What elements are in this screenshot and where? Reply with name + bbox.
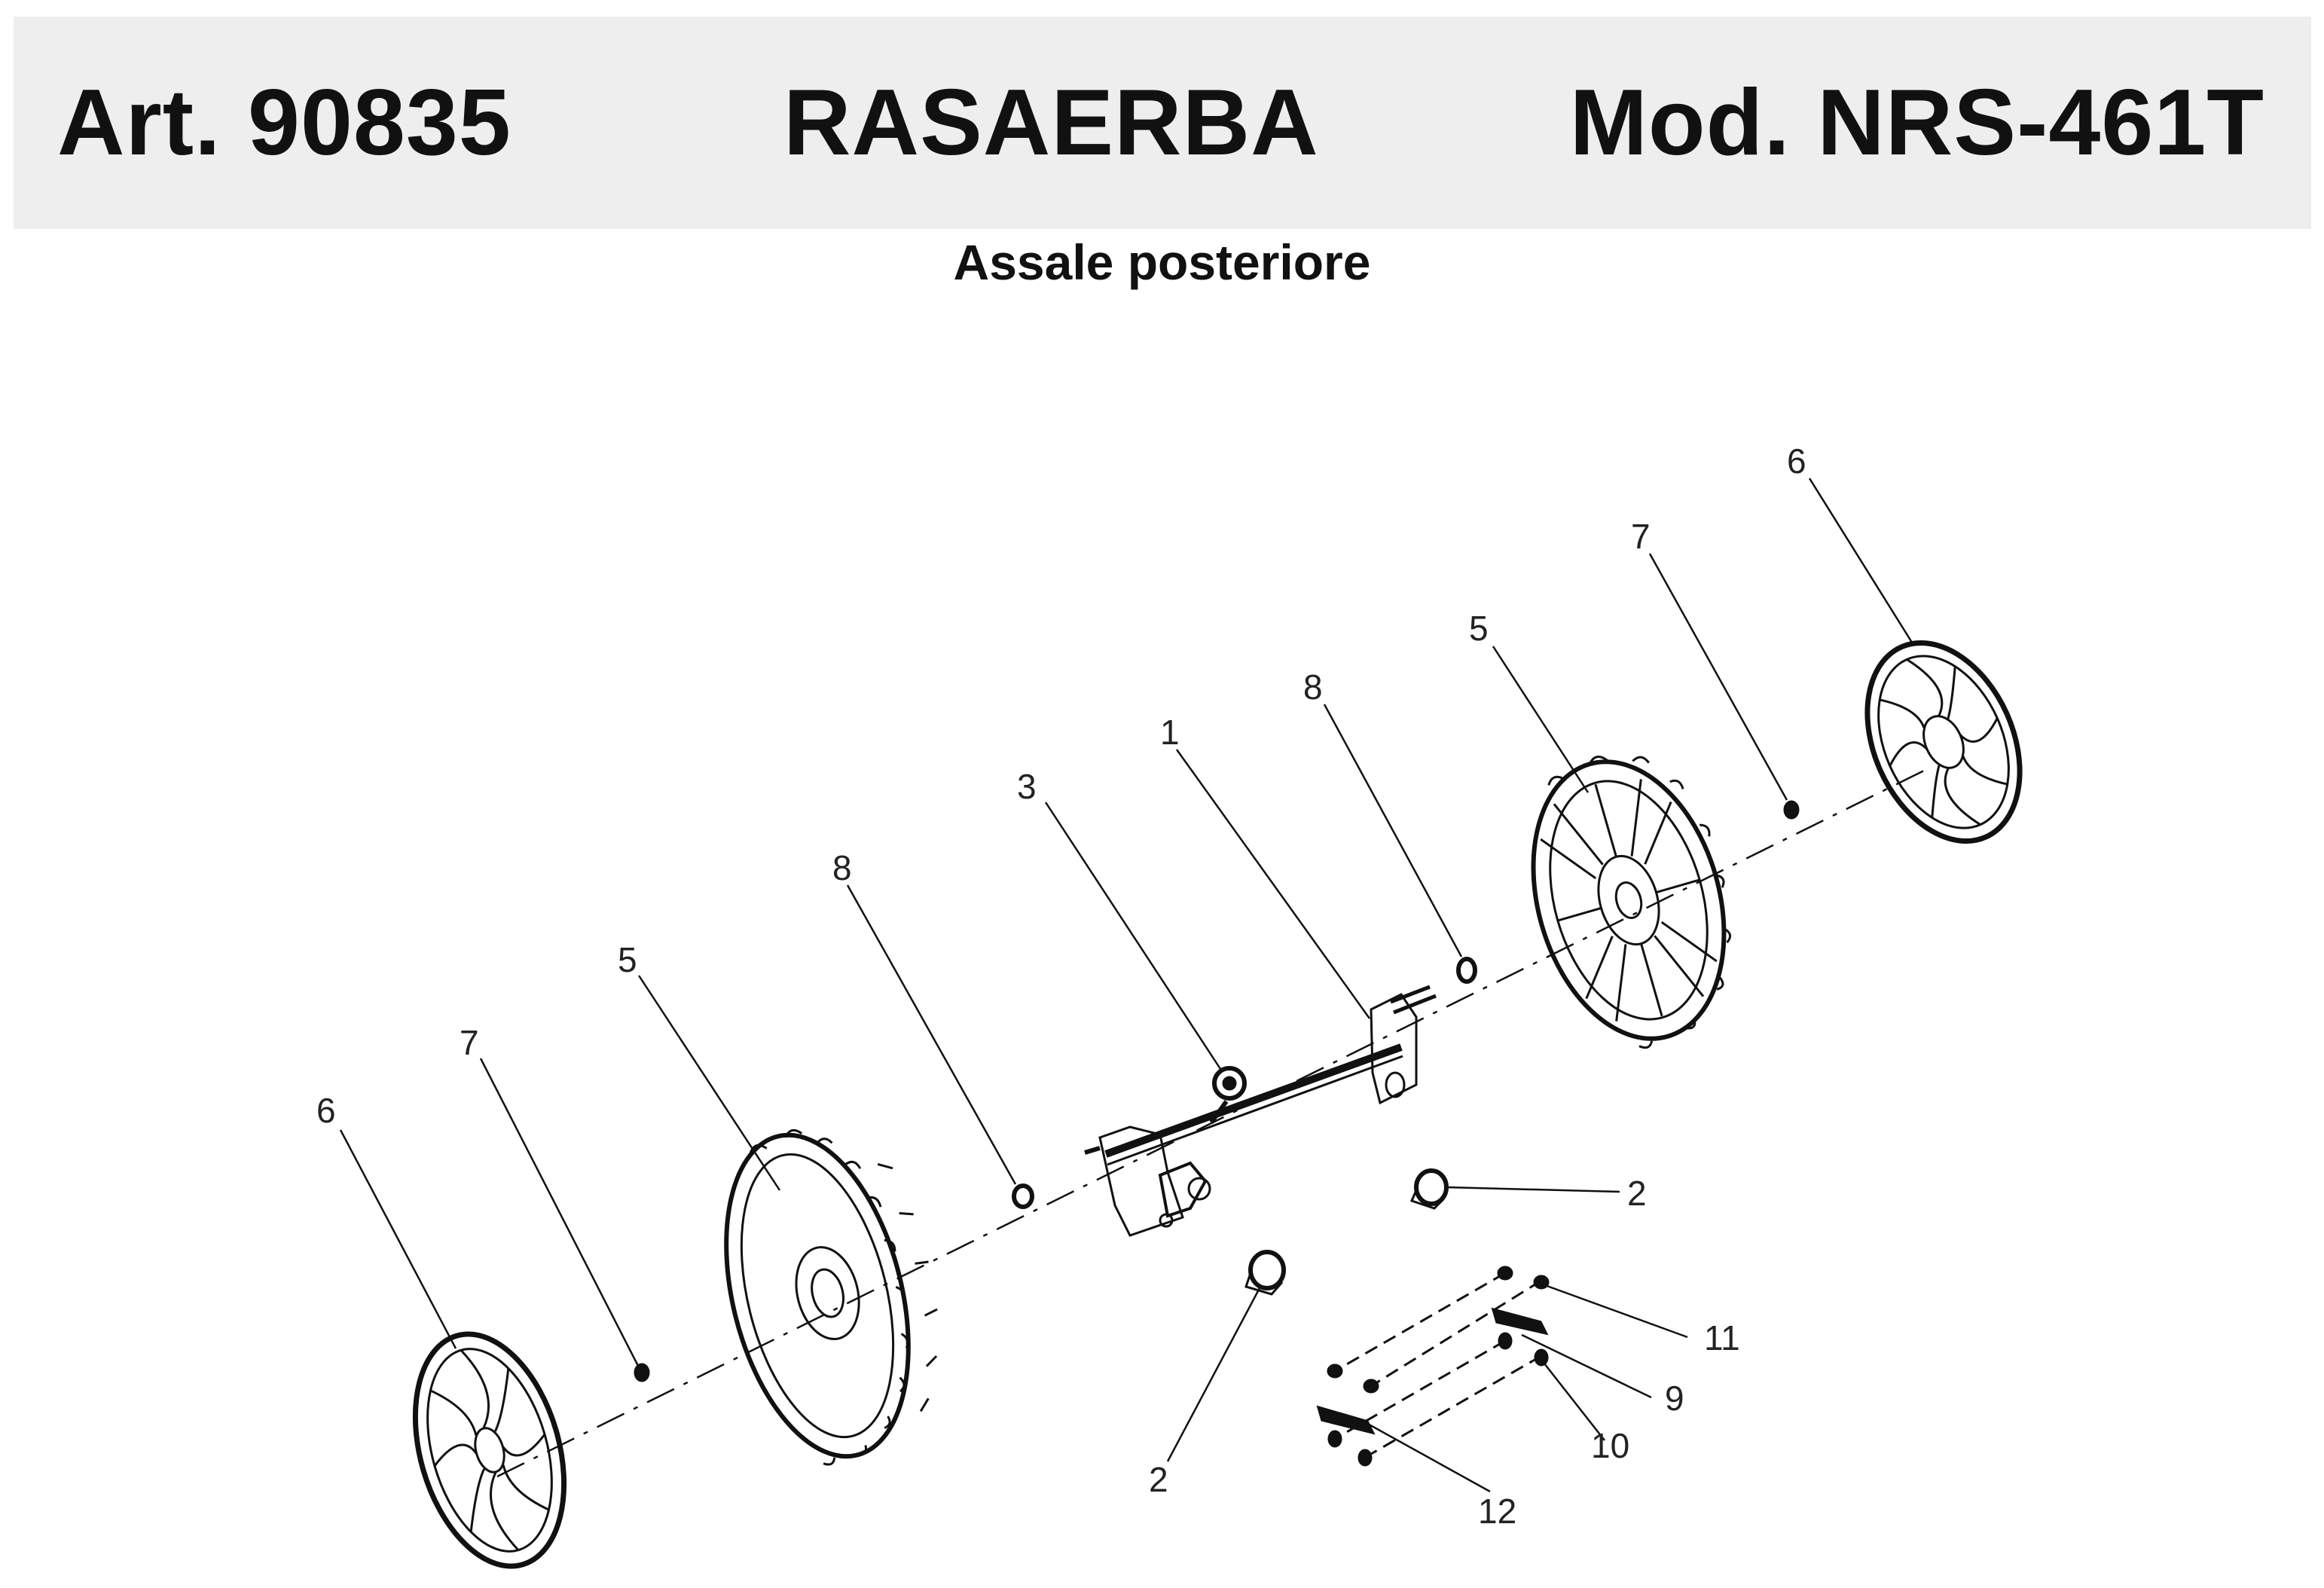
right-spacer-8 [1456, 957, 1477, 984]
model-number: Mod. NRS-461T [1569, 71, 2264, 175]
bushing-2-left [1244, 1250, 1286, 1296]
article-number: Art. 90835 [57, 71, 512, 175]
right-washer-7 [1783, 800, 1800, 820]
callout-8-left: 8 [832, 848, 852, 887]
right-wheel [1531, 756, 1731, 1049]
bushing-2-right [1409, 1168, 1449, 1210]
callout-8-right: 8 [1303, 667, 1323, 707]
product-title: RASAERBA [783, 71, 1319, 175]
callout-11: 11 [1704, 1318, 1740, 1357]
left-spacer-8 [1012, 1183, 1034, 1209]
left-wheel [724, 1128, 938, 1466]
callout-7-left: 7 [460, 1023, 479, 1062]
height-knob-3 [1209, 1066, 1247, 1124]
callout-2-left: 2 [1149, 1460, 1168, 1499]
diagram-subtitle: Assale posteriore [953, 234, 1371, 290]
callout-2-right: 2 [1627, 1174, 1647, 1213]
header-bar: Art. 90835 RASAERBA Mod. NRS-461T [14, 17, 2311, 229]
callout-3: 3 [1017, 767, 1037, 806]
callout-5-right: 5 [1469, 609, 1489, 648]
callout-7-right: 7 [1631, 517, 1651, 556]
callout-10: 10 [1591, 1426, 1629, 1465]
callout-5-left: 5 [618, 940, 637, 979]
callout-6-right: 6 [1787, 441, 1806, 481]
rear-axle-assembly [1084, 985, 1437, 1237]
callout-12: 12 [1478, 1492, 1516, 1531]
bracket-hardware [1316, 1266, 1550, 1467]
left-washer-7 [634, 1363, 650, 1382]
callout-1: 1 [1160, 713, 1180, 752]
right-hubcap [1864, 640, 2023, 844]
left-hubcap [412, 1331, 567, 1569]
callout-9: 9 [1665, 1379, 1684, 1418]
leader-lines [339, 478, 1915, 1493]
callout-6-left: 6 [316, 1091, 336, 1130]
